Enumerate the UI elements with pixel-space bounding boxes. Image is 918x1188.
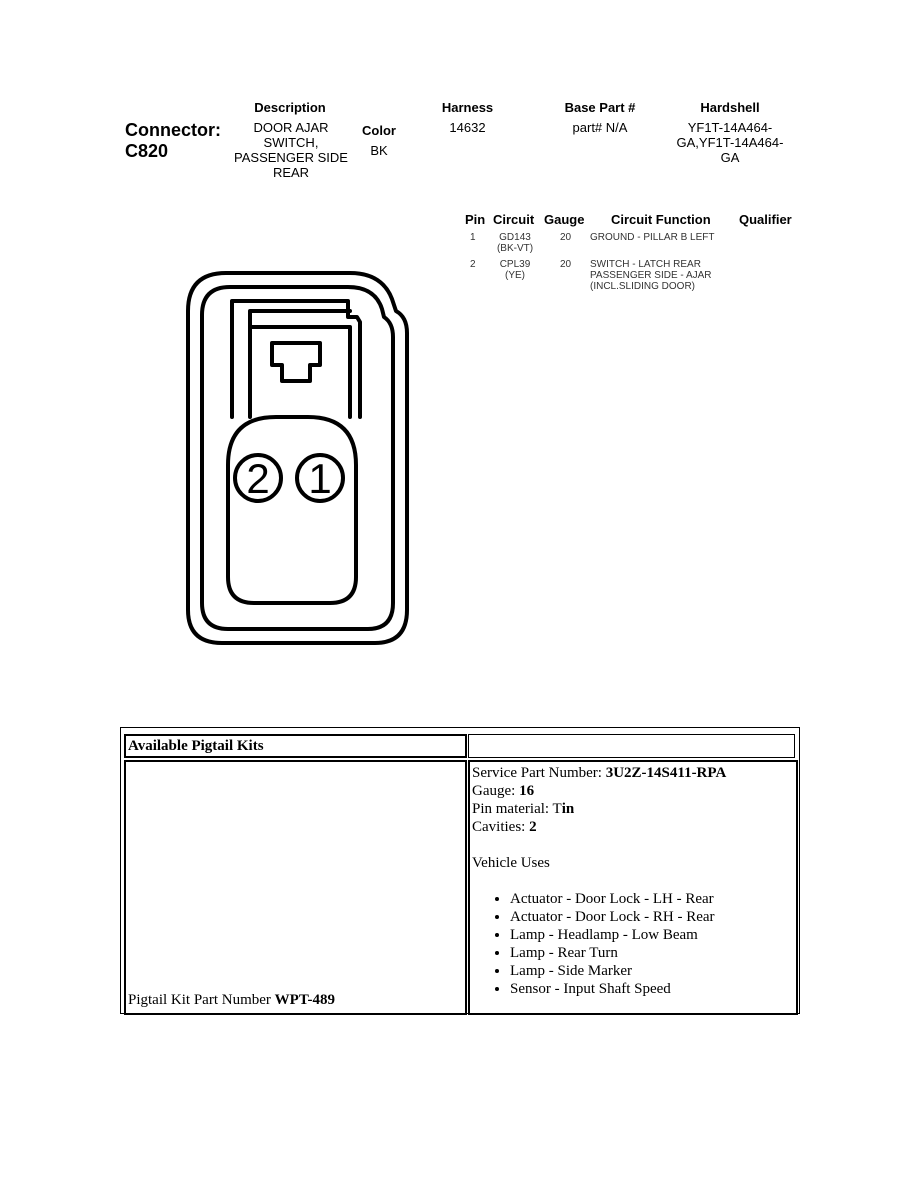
- connector-label: Connector:: [125, 120, 221, 140]
- circuit-function: GROUND - PILLAR B LEFT: [590, 232, 714, 243]
- function-line: GROUND - PILLAR B LEFT: [590, 232, 715, 243]
- circuit-code: CPL39 (YE): [492, 259, 538, 281]
- pigtail-kit-cell: Pigtail Kit Part Number WPT-489: [124, 760, 467, 1015]
- pin-1-label: 1: [308, 455, 331, 502]
- function-line: (INCL.SLIDING DOOR): [590, 281, 696, 292]
- connector-description: DOOR AJAR SWITCH, PASSENGER SIDE REAR: [226, 120, 356, 180]
- connector-face-diagram: 2 1: [186, 271, 409, 645]
- service-part-row: Service Part Number: 3U2Z-14S411-RPA: [472, 764, 792, 782]
- connector-id: C820: [125, 141, 169, 161]
- pigtail-details-cell: Service Part Number: 3U2Z-14S411-RPA Gau…: [468, 760, 798, 1015]
- service-part-number: 3U2Z-14S411-RPA: [605, 765, 727, 781]
- pin-header: Pin: [465, 212, 486, 227]
- pigtail-kit-table: Available Pigtail Kits Pigtail Kit Part …: [120, 727, 800, 1015]
- circuit-function-header: Circuit Function: [611, 212, 711, 227]
- pin-material-value: in: [561, 801, 575, 817]
- harness-value: 14632: [449, 120, 486, 135]
- cavities-label: Cavities:: [472, 819, 530, 835]
- gauge-label: Gauge:: [472, 783, 520, 799]
- pin-material-label: Pin material: T: [472, 801, 562, 817]
- function-line: SWITCH - LATCH REAR: [590, 259, 701, 270]
- list-item: Sensor - Input Shaft Speed: [510, 980, 792, 998]
- color-value: BK: [370, 143, 388, 158]
- pin-1-cavity: [295, 453, 345, 503]
- qualifier-header: Qualifier: [739, 212, 792, 227]
- gauge-value: 16: [519, 783, 535, 799]
- hardshell-value: YF1T-14A464- GA,YF1T-14A464- GA: [665, 120, 795, 165]
- list-item: Lamp - Side Marker: [510, 962, 792, 980]
- circuit-header: Circuit: [493, 212, 535, 227]
- pin-2-label: 2: [246, 455, 269, 502]
- pigtail-kit-part: Pigtail Kit Part Number WPT-489: [128, 991, 335, 1009]
- kit-part-label: Pigtail Kit Part Number: [128, 992, 275, 1008]
- pin-number: 1: [470, 232, 476, 243]
- gauge-value: 20: [560, 232, 572, 243]
- gauge-value: 20: [560, 259, 572, 270]
- hardshell-line: GA: [720, 150, 740, 165]
- gauge-header: Gauge: [544, 212, 585, 227]
- description-line: DOOR AJAR: [253, 120, 329, 135]
- circuit-line: CPL39: [499, 259, 531, 270]
- latch-notch: [270, 341, 322, 383]
- vehicle-uses-list: Actuator - Door Lock - LH - Rear Actuato…: [472, 890, 792, 998]
- kit-part-number: WPT-489: [274, 992, 335, 1008]
- circuit-line: (BK-VT): [496, 243, 534, 254]
- hardshell-line: GA,YF1T-14A464-: [676, 135, 784, 150]
- cavities-row: Cavities: 2: [472, 818, 792, 836]
- circuit-line: (YE): [505, 270, 525, 281]
- harness-header: Harness: [441, 100, 494, 115]
- service-part-label: Service Part Number:: [472, 765, 606, 781]
- circuit-code: GD143 (BK-VT): [492, 232, 538, 254]
- pin-material-row: Pin material: Tin: [472, 800, 792, 818]
- gauge-row: Gauge: 16: [472, 782, 792, 800]
- circuit-line: GD143: [499, 232, 531, 243]
- pigtail-details: Service Part Number: 3U2Z-14S411-RPA Gau…: [472, 764, 792, 998]
- description-line: REAR: [272, 165, 310, 180]
- circuit-function: SWITCH - LATCH REAR PASSENGER SIDE - AJA…: [590, 259, 712, 292]
- terminal-housing: [226, 415, 358, 605]
- pin-number: 2: [470, 259, 476, 270]
- description-line: PASSENGER SIDE: [234, 150, 348, 165]
- list-item: Actuator - Door Lock - RH - Rear: [510, 908, 792, 926]
- pin-2-cavity: [233, 453, 283, 503]
- color-header: Color: [362, 123, 396, 138]
- pigtail-header-empty-cell: [468, 734, 795, 758]
- list-item: Actuator - Door Lock - LH - Rear: [510, 890, 792, 908]
- connector-inner-shell: [200, 285, 395, 631]
- cavities-value: 2: [529, 819, 537, 835]
- list-item: Lamp - Rear Turn: [510, 944, 792, 962]
- description-line: SWITCH,: [263, 135, 319, 150]
- hardshell-header: Hardshell: [700, 100, 760, 115]
- list-item: Lamp - Headlamp - Low Beam: [510, 926, 792, 944]
- pigtail-title: Available Pigtail Kits: [128, 738, 264, 754]
- hardshell-line: YF1T-14A464-: [687, 120, 773, 135]
- base-part-value: part# N/A: [572, 120, 628, 135]
- pigtail-title-cell: Available Pigtail Kits: [124, 734, 467, 758]
- connector-latch: [230, 299, 362, 419]
- connector-outer-shell: [186, 271, 409, 645]
- base-part-header: Base Part #: [564, 100, 636, 115]
- description-header: Description: [254, 100, 326, 115]
- function-line: PASSENGER SIDE - AJAR: [590, 270, 712, 281]
- vehicle-uses-title: Vehicle Uses: [472, 855, 550, 871]
